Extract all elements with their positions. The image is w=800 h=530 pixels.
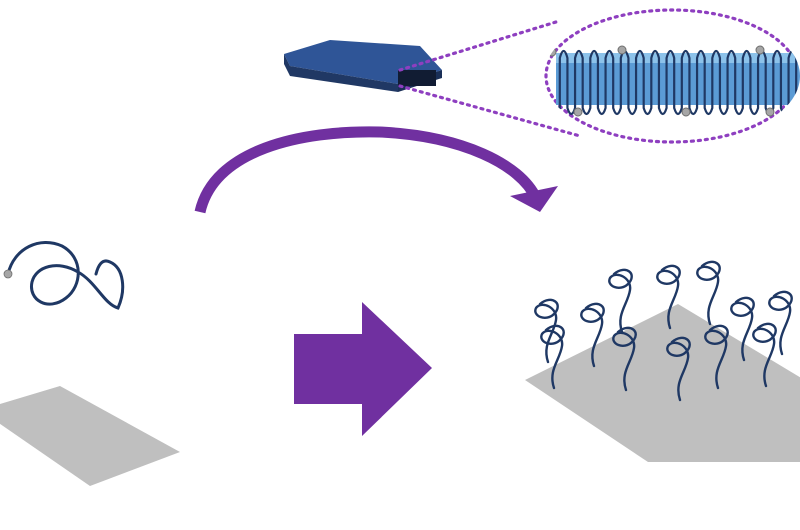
brush-chain xyxy=(608,268,633,334)
lamella-end-group xyxy=(681,107,691,117)
lamella-end-group xyxy=(573,107,583,117)
chain-end-group xyxy=(3,269,13,279)
brush-chain xyxy=(696,260,721,326)
brush-chain xyxy=(656,264,681,330)
process-arrow xyxy=(294,302,432,436)
brush-chain xyxy=(540,324,565,390)
brush-chain xyxy=(730,296,755,362)
brush-chain xyxy=(768,290,793,356)
crystal-zoom-region xyxy=(398,70,436,86)
free-polymer-chain xyxy=(3,241,125,310)
single-crystal xyxy=(284,40,442,92)
lamella-end-group xyxy=(755,45,765,55)
lamella-end-group xyxy=(765,107,775,117)
polymer-brush xyxy=(534,260,793,402)
brush-substrate xyxy=(525,304,800,462)
brush-chain xyxy=(612,326,637,392)
brush-chain xyxy=(580,302,605,368)
brush-chain xyxy=(704,324,729,390)
lamella-end-group xyxy=(547,47,557,57)
curved-arrow xyxy=(194,126,558,214)
bare-substrate xyxy=(0,386,180,486)
brush-chain xyxy=(666,336,691,402)
folded-chain-lamella xyxy=(547,45,800,117)
brush-chain xyxy=(752,322,777,388)
lamella-end-group xyxy=(617,45,627,55)
